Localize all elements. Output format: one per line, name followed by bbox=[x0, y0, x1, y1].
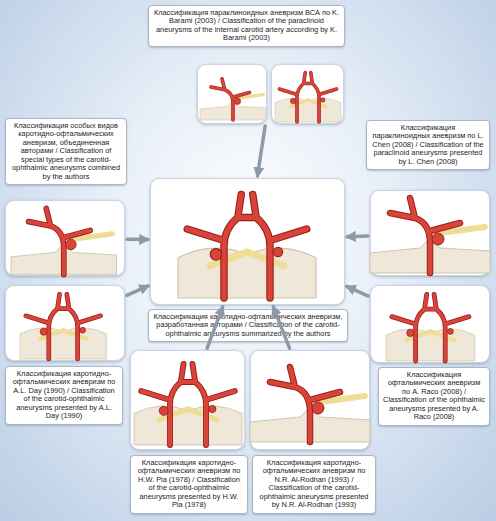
image-panel bbox=[250, 350, 370, 450]
caption-text: Классификация офтальмических аневризм по… bbox=[383, 371, 485, 422]
vessel-illustration bbox=[178, 195, 316, 299]
vessel-illustration bbox=[370, 198, 490, 273]
vessel-illustration bbox=[200, 79, 266, 120]
caption-box: Классификация каротидно-офтальмических а… bbox=[252, 455, 376, 514]
caption-box: Классификация каротидно-офтальмических а… bbox=[130, 455, 248, 514]
image-panel bbox=[130, 350, 245, 450]
vessel-illustration bbox=[134, 364, 242, 445]
flow-arrow bbox=[273, 307, 289, 348]
caption-text: Классификация каротидно-офтальмических а… bbox=[153, 313, 343, 338]
vessel-illustration bbox=[11, 208, 117, 274]
caption-text: Классификация каротидно-офтальмических а… bbox=[257, 459, 371, 510]
image-panel bbox=[5, 200, 125, 276]
caption-text: Классификация каротидно-офтальмических а… bbox=[10, 370, 118, 421]
flow-arrow bbox=[347, 234, 368, 238]
classification-panel: Классификация параклиноидных аневризм по… bbox=[370, 190, 490, 276]
vessel-illustration bbox=[386, 294, 475, 361]
flow-arrow bbox=[257, 126, 265, 176]
flow-arrow bbox=[127, 286, 148, 296]
caption-box: Классификация параклиноидных аневризм по… bbox=[366, 120, 490, 170]
image-panel bbox=[370, 190, 490, 276]
classification-panel: Классификация офтальмических аневризм по… bbox=[370, 285, 490, 363]
classification-panel: Классификация каротидно-офтальмических а… bbox=[250, 350, 370, 450]
flow-arrow bbox=[207, 307, 223, 348]
image-panel bbox=[5, 285, 125, 361]
caption-box: Классификация каротидно-офтальмических а… bbox=[5, 366, 123, 425]
image-panel bbox=[370, 285, 490, 363]
caption-box: Классификация особых видов каротидно-офт… bbox=[5, 118, 127, 185]
classification-panel: Классификация каротидно-офтальмических а… bbox=[130, 350, 245, 450]
caption-box: Классификация параклиноидных аневризм ВС… bbox=[148, 5, 345, 47]
vessel-illustration bbox=[275, 73, 341, 123]
classification-panel: Классификация каротидно-офтальмических а… bbox=[150, 178, 345, 305]
caption-text: Классификация особых видов каротидно-офт… bbox=[10, 122, 122, 181]
image-panel bbox=[150, 178, 345, 305]
caption-text: Классификация каротидно-офтальмических а… bbox=[135, 459, 243, 510]
caption-box: Классификация офтальмических аневризм по… bbox=[378, 367, 490, 426]
caption-text: Классификация параклиноидных аневризм ВС… bbox=[153, 9, 340, 43]
caption-text: Классификация параклиноидных аневризм по… bbox=[371, 124, 485, 166]
classification-panel: Классификация параклиноидных аневризм ВС… bbox=[196, 64, 344, 124]
vessel-illustration bbox=[20, 294, 106, 359]
flow-arrow bbox=[127, 237, 148, 241]
flow-arrow bbox=[347, 286, 368, 296]
image-panel bbox=[271, 64, 344, 124]
vessel-illustration bbox=[250, 367, 370, 442]
caption-box: Классификация каротидно-офтальмических а… bbox=[148, 309, 348, 342]
classification-panel: Классификация особых видов каротидно-офт… bbox=[5, 200, 125, 276]
image-panel bbox=[197, 64, 267, 124]
classification-panel: Классификация каротидно-офтальмических а… bbox=[5, 285, 125, 361]
